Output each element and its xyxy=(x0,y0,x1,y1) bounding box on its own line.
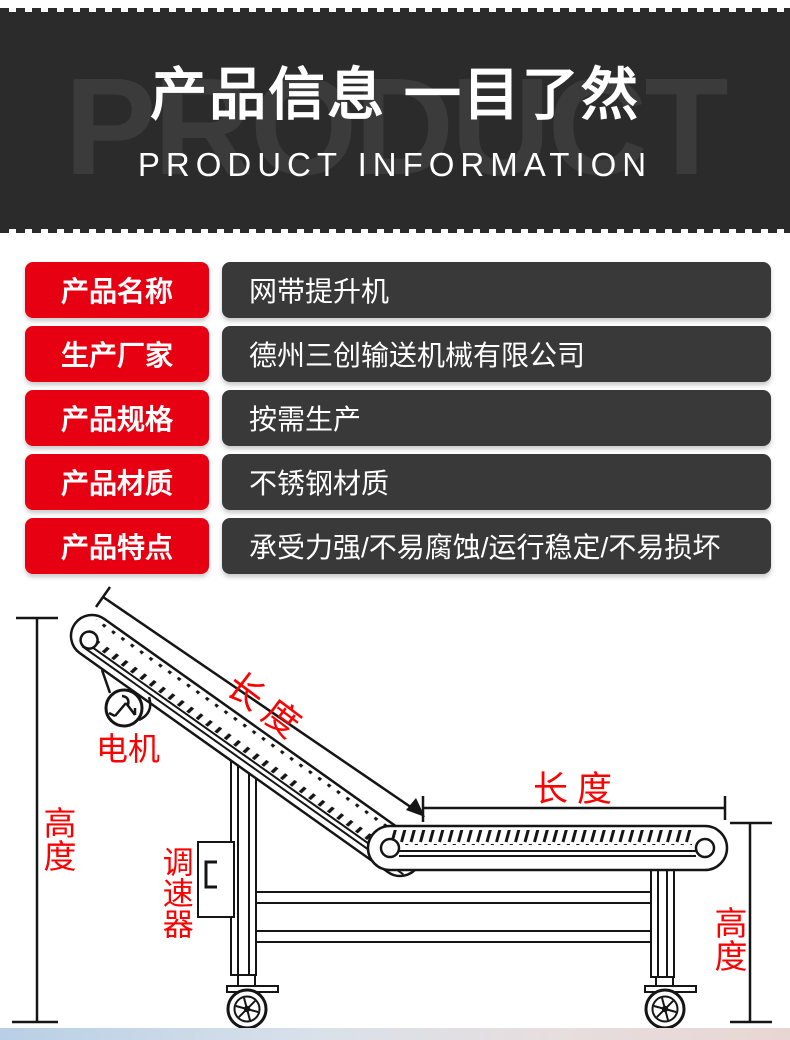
page-subtitle: PRODUCT INFORMATION xyxy=(137,146,653,183)
row-value-features: 承受力强/不易腐蚀/运行稳定/不易损坏 xyxy=(222,518,771,574)
row-value-material: 不锈钢材质 xyxy=(222,454,771,510)
row-label-manufacturer: 生产厂家 xyxy=(25,326,209,382)
perforation-bottom xyxy=(0,229,790,233)
perforation-top xyxy=(0,8,790,12)
row-label-specification: 产品规格 xyxy=(25,390,209,446)
table-row: 产品名称 网带提升机 xyxy=(0,262,790,318)
floor-strip xyxy=(0,1028,790,1040)
height-right-label: 高度 xyxy=(709,906,747,972)
row-label-features: 产品特点 xyxy=(25,518,209,574)
row-value-specification: 按需生产 xyxy=(222,390,771,446)
top-roller xyxy=(79,630,99,650)
right-caster-wheel xyxy=(644,976,697,1030)
height-left-label: 高度 xyxy=(38,806,76,872)
motor-icon xyxy=(100,669,152,728)
row-label-material: 产品材质 xyxy=(25,454,209,510)
conveyor-diagram: 电机 长度 高度 调速器 长度 高度 xyxy=(0,580,790,1040)
right-height-dimension xyxy=(730,821,772,1024)
table-row: 生产厂家 德州三创输送机械有限公司 xyxy=(0,326,790,382)
table-row: 产品规格 按需生产 xyxy=(0,390,790,446)
row-label-product-name: 产品名称 xyxy=(25,262,209,318)
horizontal-length-label: 长度 xyxy=(533,770,622,809)
conveyor-line-art xyxy=(12,586,772,1030)
horizontal-belt xyxy=(366,824,729,872)
left-caster-wheel xyxy=(226,974,279,1030)
watermark-text: PRODUCT xyxy=(64,50,728,204)
pivot-roller xyxy=(379,837,401,859)
motor-label: 电机 xyxy=(96,731,161,767)
inclined-belt xyxy=(69,613,423,878)
right-leg xyxy=(650,867,675,978)
speed-regulator-label: 调速器 xyxy=(157,846,193,939)
left-height-dimension xyxy=(12,616,58,1024)
header-banner: PRODUCT 产品信息 一目了然 PRODUCT INFORMATION xyxy=(0,12,790,229)
incline-length-dimension xyxy=(94,586,425,817)
row-value-manufacturer: 德州三创输送机械有限公司 xyxy=(222,326,771,382)
page-title: 产品信息 一目了然 xyxy=(150,63,640,127)
speed-regulator-box xyxy=(197,841,235,918)
table-row: 产品特点 承受力强/不易腐蚀/运行稳定/不易损坏 xyxy=(0,518,790,574)
horizontal-length-dimension xyxy=(421,796,727,822)
end-roller xyxy=(694,837,716,859)
frame-crossbars xyxy=(255,891,652,943)
row-value-product-name: 网带提升机 xyxy=(222,262,771,318)
table-row: 产品材质 不锈钢材质 xyxy=(0,454,790,510)
